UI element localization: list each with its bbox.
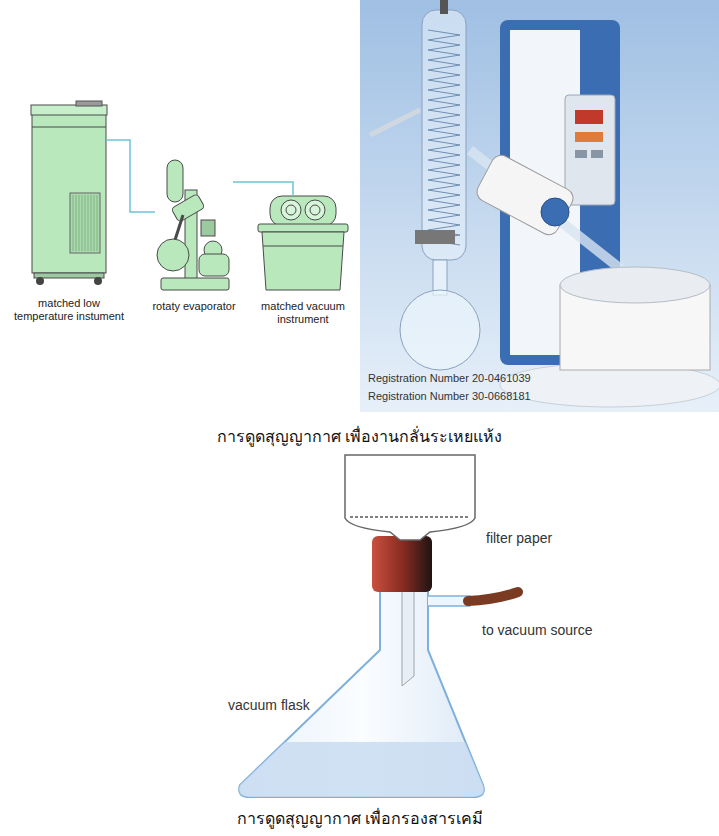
pump-lip — [258, 224, 348, 232]
control-panel — [565, 95, 615, 205]
control-panel — [201, 220, 215, 236]
evaporating-flask — [400, 290, 480, 370]
vacuum-hose — [468, 592, 518, 601]
condenser-cap — [440, 0, 448, 14]
gauge-dial — [286, 205, 296, 215]
instrument-label: matched vacuum instrument — [243, 300, 363, 325]
rotary-evaporator-drawing — [155, 160, 233, 290]
filtrate-liquid — [239, 742, 484, 797]
grille-slot — [76, 195, 77, 251]
buchner-funnel — [345, 455, 475, 540]
gauge — [305, 200, 325, 220]
flask-body — [239, 590, 484, 797]
chiller-control — [76, 101, 102, 106]
photo-panel-drawing — [360, 0, 719, 412]
grille-slot — [79, 195, 80, 251]
grille-slot — [85, 195, 86, 251]
condenser — [167, 160, 183, 202]
photo-panel: Registration Number 20-0461039Registrati… — [360, 0, 719, 412]
feed-tube — [370, 110, 420, 135]
registration-number: Registration Number 20-0461039 — [368, 372, 668, 385]
motor-head — [171, 194, 205, 223]
chiller-unit-drawing — [32, 105, 106, 285]
display — [575, 132, 603, 142]
instrument-label: rotaty evaporator — [130, 300, 258, 313]
pump-body — [262, 232, 344, 290]
vapor-duct — [175, 215, 183, 240]
button — [591, 150, 603, 158]
chiller-base — [34, 273, 104, 278]
filter-paper-line — [350, 516, 470, 518]
registration-number: Registration Number 30-0668181 — [368, 390, 668, 403]
tube-line — [106, 140, 155, 212]
funnel-stem — [402, 590, 414, 686]
grille-slot — [94, 195, 95, 251]
vacuum-pump: matched vacuum instrument — [258, 196, 348, 290]
wheel — [36, 277, 44, 285]
part-label: filter paper — [486, 530, 552, 546]
gauge — [281, 200, 301, 220]
rotary-evaporator: rotaty evaporator — [155, 160, 233, 290]
base — [161, 278, 229, 290]
pump-seam — [263, 246, 343, 247]
condenser-coil — [428, 30, 460, 245]
part-label: vacuum flask — [228, 697, 310, 713]
grille-slot — [73, 195, 74, 251]
heating-bath — [199, 254, 229, 276]
chiller-body — [32, 113, 106, 273]
caption: การดูดสุญญากาศ เพื่องานกลั่นระเหยแห้ง — [0, 424, 719, 449]
gauge-dial — [310, 205, 320, 215]
grille-slot — [91, 195, 92, 251]
motor-collar — [541, 198, 569, 226]
grille-slot — [82, 195, 83, 251]
photo-background — [360, 0, 719, 412]
pump-head — [270, 196, 336, 226]
tube-line — [233, 182, 293, 196]
vacuum-pump-drawing — [258, 196, 348, 290]
chiller-seam — [32, 127, 106, 128]
button — [575, 150, 587, 158]
motor-housing — [474, 152, 577, 238]
grille-slot — [88, 195, 89, 251]
chiller-unit: matched low temperature instument — [32, 105, 106, 285]
grille-slot — [97, 195, 98, 251]
caption: การดูดสุญญากาศ เพื่อกรองสารเคมี — [0, 806, 719, 831]
chiller-grille — [70, 193, 100, 253]
evaporating-flask — [157, 239, 189, 271]
part-label: to vacuum source — [482, 622, 593, 638]
display — [575, 110, 603, 124]
rubber-stopper — [372, 536, 432, 592]
wheel — [94, 277, 102, 285]
bath-rim — [560, 267, 710, 303]
instrument-label: matched low temperature instument — [9, 297, 129, 322]
flask-clip — [415, 230, 455, 244]
condenser — [422, 10, 466, 260]
